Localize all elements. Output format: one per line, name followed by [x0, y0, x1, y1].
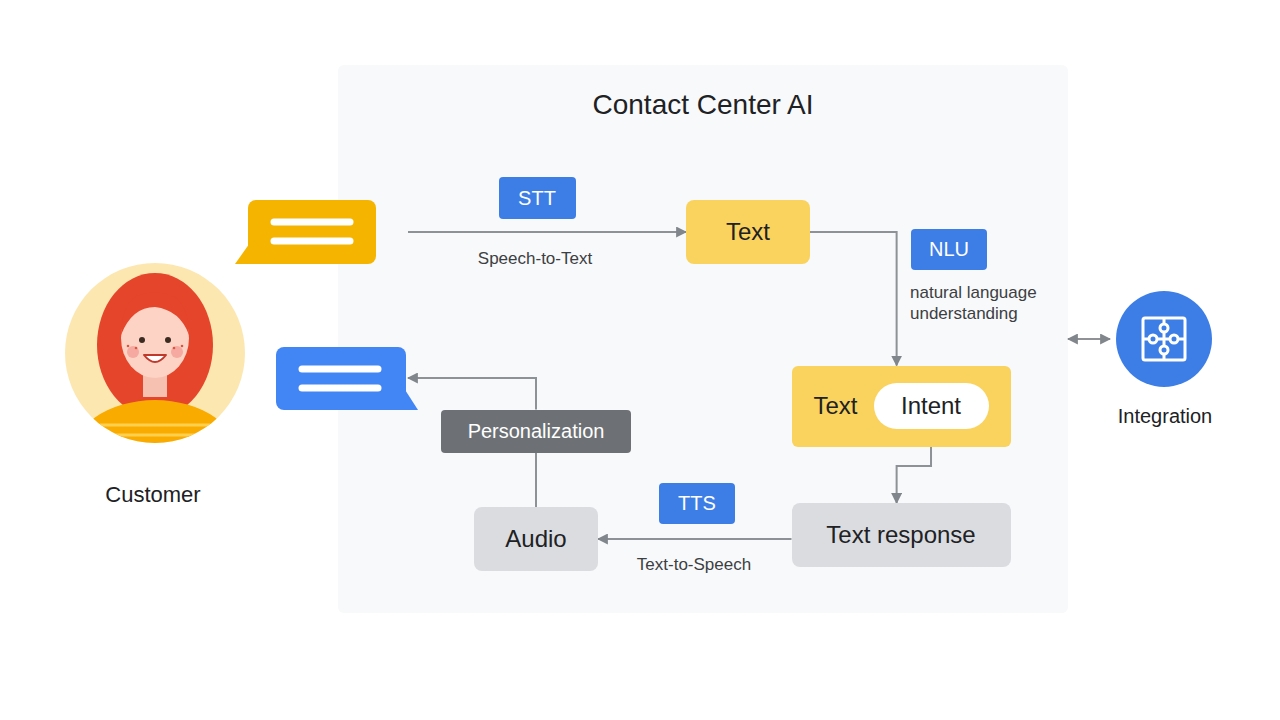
bubble-line	[302, 385, 378, 392]
avatar-freckle	[127, 345, 130, 348]
customer-figure: Customer	[60, 195, 408, 525]
edge-label-box: Text-to-Speech	[614, 554, 774, 575]
node-label: NLU	[929, 238, 969, 261]
puzzle-icon	[1143, 318, 1185, 360]
node-label: Integration	[1110, 405, 1220, 428]
node-label: Text	[814, 392, 858, 420]
avatar-cheek	[127, 346, 139, 358]
flow-connector	[598, 538, 792, 540]
bubble-line	[274, 219, 350, 226]
edge-label: Text-to-Speech	[614, 554, 774, 575]
avatar-cheek	[171, 346, 183, 358]
output-box: Text response	[792, 503, 1011, 567]
avatar-freckle	[135, 347, 138, 350]
bubble-body	[276, 347, 406, 410]
avatar-freckle	[173, 347, 176, 350]
avatar-bangs	[121, 293, 189, 335]
text-box: Text	[686, 200, 810, 264]
flow-connector	[535, 453, 537, 508]
flow-connector	[408, 378, 536, 410]
panel-ground	[338, 65, 1068, 613]
intent-pill: Intent	[874, 383, 989, 429]
node-label: Customer	[60, 482, 246, 508]
integration-circle	[1116, 291, 1212, 387]
system-panel: Contact Center AISTTTextNLUTextIntentPer…	[338, 65, 1068, 613]
node-label: Text response	[826, 521, 975, 549]
puzzle-knob	[1160, 324, 1168, 332]
integration-node: Integration	[1110, 288, 1220, 438]
puzzle-knob	[1149, 335, 1157, 343]
bubble-line	[274, 238, 350, 245]
node-label: Intent	[901, 392, 961, 420]
flow-connector	[810, 232, 897, 366]
flow-connector	[1068, 338, 1110, 340]
node-label: Audio	[505, 525, 566, 553]
puzzle-knob	[1160, 346, 1168, 354]
edge-label-box: natural language understanding	[910, 282, 1060, 325]
avatar-hair	[97, 273, 213, 417]
node-label: Text	[726, 218, 770, 246]
sweater-stripe	[92, 444, 218, 447]
puzzle-knob	[1170, 335, 1178, 343]
output-box: Audio	[474, 507, 598, 571]
node-label: Personalization	[468, 420, 605, 443]
avatar-eye	[139, 337, 145, 343]
step-badge: STT	[499, 177, 576, 219]
outgoing-bubble	[276, 347, 418, 410]
edge-label: natural language understanding	[910, 282, 1060, 325]
flow-connector	[408, 231, 686, 233]
step-badge: NLU	[911, 229, 987, 270]
puzzle-frame	[1143, 318, 1185, 360]
personalization-box: Personalization	[441, 410, 631, 453]
bubble-line	[302, 366, 378, 373]
text-intent-box: Text Intent	[792, 366, 1011, 447]
node-label: STT	[518, 187, 556, 210]
avatar-eye	[165, 337, 171, 343]
bubble-tail	[380, 382, 418, 410]
panel-title: Contact Center AI	[338, 89, 1068, 121]
edge-label: Speech-to-Text	[455, 248, 615, 269]
node-label: TTS	[678, 492, 716, 515]
edge-label-box: Speech-to-Text	[455, 248, 615, 269]
sweater-stripe	[100, 424, 210, 427]
incoming-bubble	[235, 200, 376, 264]
avatar-smile	[144, 355, 166, 362]
avatar-freckle	[181, 345, 184, 348]
step-badge: TTS	[659, 483, 735, 524]
sweater-stripe	[95, 434, 215, 437]
